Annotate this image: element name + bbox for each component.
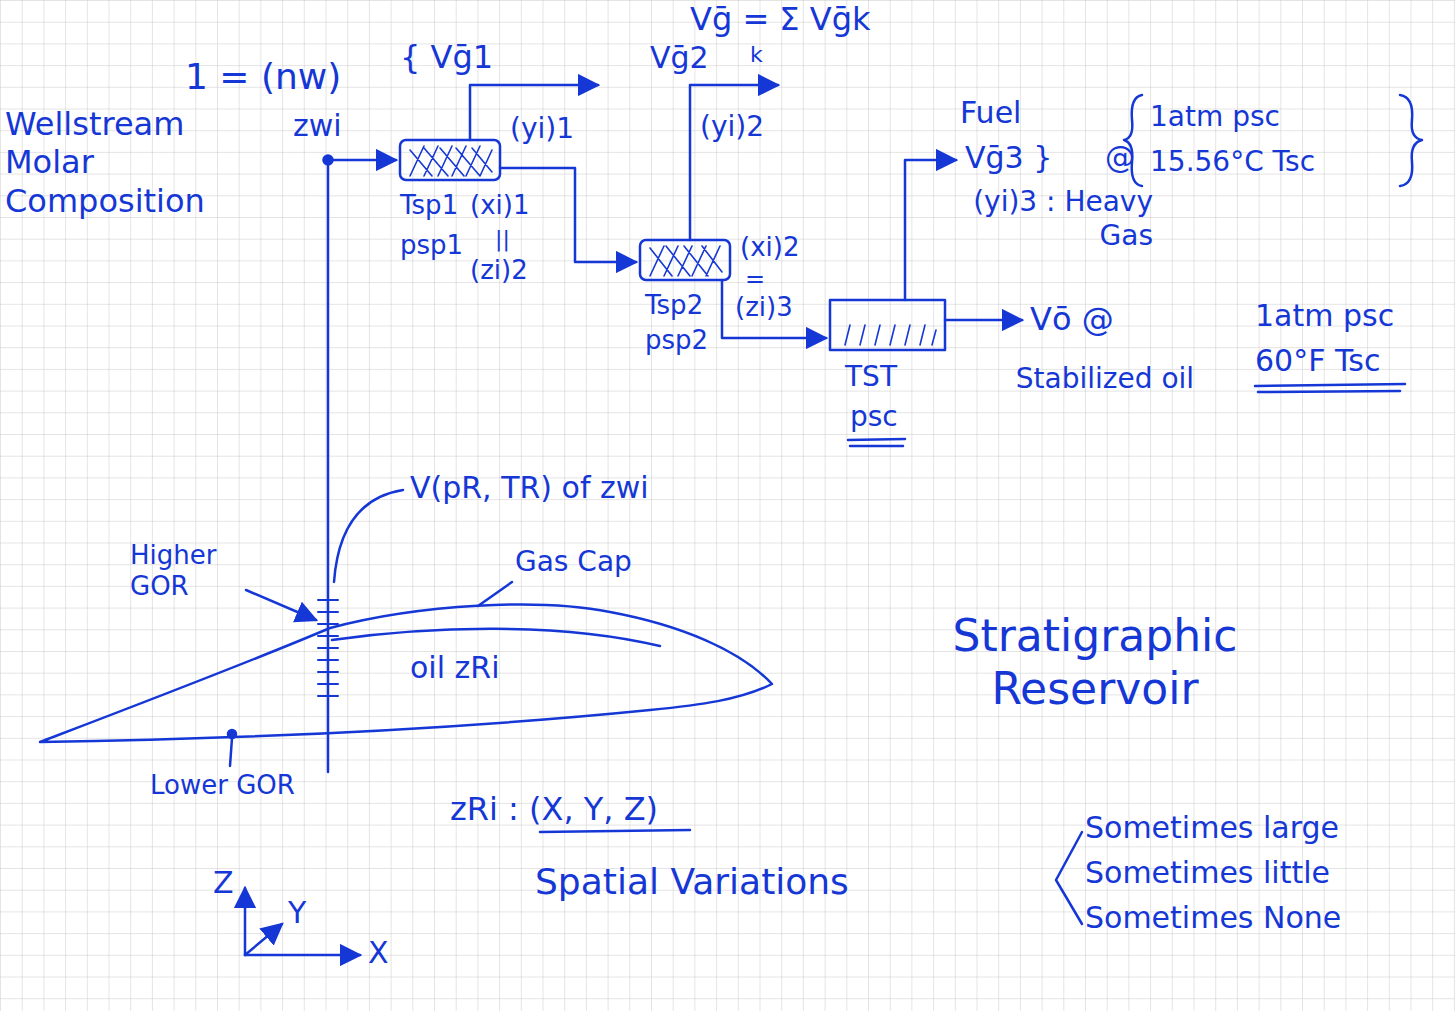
gas-oil-contact bbox=[332, 629, 660, 646]
label: Vḡ2 bbox=[650, 40, 709, 76]
label: (yi)3 : Heavy Gas bbox=[918, 185, 1153, 252]
label: Z bbox=[213, 865, 234, 901]
label: 1atm psc bbox=[1255, 298, 1394, 334]
separator-hatch bbox=[410, 146, 492, 176]
brace bbox=[1400, 95, 1422, 186]
label: Tsp1 bbox=[400, 190, 458, 221]
label: 15.56°C Tsc bbox=[1150, 145, 1315, 179]
label: Y bbox=[288, 895, 306, 931]
label: Vō @ bbox=[1030, 300, 1114, 338]
underline bbox=[1255, 384, 1405, 392]
label: TST bbox=[845, 360, 897, 394]
label: Higher GOR bbox=[130, 540, 240, 602]
label: 60°F Tsc bbox=[1255, 343, 1380, 379]
label: (zi)3 bbox=[735, 292, 793, 323]
leader-line bbox=[478, 582, 512, 606]
leader-line bbox=[246, 590, 316, 620]
label: || bbox=[495, 226, 510, 252]
axis-x bbox=[245, 954, 360, 957]
label: X bbox=[368, 935, 389, 971]
label: (xi)1 bbox=[470, 190, 529, 221]
leader-line bbox=[230, 738, 232, 766]
label: (zi)2 bbox=[470, 255, 528, 286]
axis-y bbox=[245, 924, 282, 955]
label: psp1 bbox=[400, 230, 463, 261]
label: zRi : (X, Y, Z) bbox=[450, 790, 658, 828]
label: Stabilized oil bbox=[1005, 362, 1205, 396]
underline bbox=[540, 830, 690, 832]
inlet-line bbox=[328, 159, 396, 162]
label: Vḡ3 } bbox=[965, 140, 1052, 176]
gas-line bbox=[690, 85, 778, 240]
label: 1atm psc bbox=[1150, 100, 1280, 134]
perforations bbox=[318, 600, 338, 696]
label: psp2 bbox=[645, 325, 708, 356]
underline bbox=[848, 439, 905, 446]
bracket bbox=[1056, 832, 1082, 924]
stock-tank bbox=[830, 300, 945, 350]
label: oil zRi bbox=[410, 650, 500, 686]
label: 1 = (nw) bbox=[185, 55, 341, 98]
label: (yi)2 bbox=[700, 110, 764, 144]
separator-hatch bbox=[650, 246, 722, 276]
liquid-line bbox=[722, 280, 826, 338]
label: @ bbox=[1105, 140, 1135, 176]
label: Gas Cap bbox=[515, 545, 632, 579]
reservoir-outline bbox=[40, 605, 772, 742]
label: (xi)2 bbox=[740, 232, 799, 263]
separator-vessel bbox=[400, 140, 500, 180]
separator-vessel bbox=[640, 240, 730, 280]
label: Stratigraphic Reservoir bbox=[905, 610, 1285, 716]
label: Sometimes little bbox=[1085, 855, 1330, 891]
label: Tsp2 bbox=[645, 290, 703, 321]
label: zwi bbox=[293, 108, 342, 144]
label: Lower GOR bbox=[150, 770, 295, 801]
label: { Vḡ1 bbox=[400, 38, 493, 76]
gas-line bbox=[905, 160, 956, 300]
label: Spatial Variations bbox=[535, 860, 849, 903]
label: k bbox=[750, 42, 763, 68]
label: (yi)1 bbox=[510, 112, 574, 146]
label: Sometimes large bbox=[1085, 810, 1339, 846]
label: psc bbox=[850, 400, 898, 434]
label: Sometimes None bbox=[1085, 900, 1341, 936]
oil-line bbox=[945, 319, 1022, 322]
axis-z bbox=[244, 888, 247, 955]
label: = bbox=[745, 265, 765, 294]
label: Wellstream Molar Composition bbox=[5, 105, 275, 220]
label: V(pR, TR) of zwi bbox=[410, 470, 649, 506]
label: Fuel bbox=[960, 95, 1021, 131]
leader-line bbox=[334, 490, 403, 582]
tank-hatch bbox=[845, 325, 936, 345]
label: Vḡ = Σ Vḡk bbox=[690, 0, 870, 38]
well-bore bbox=[327, 160, 330, 772]
